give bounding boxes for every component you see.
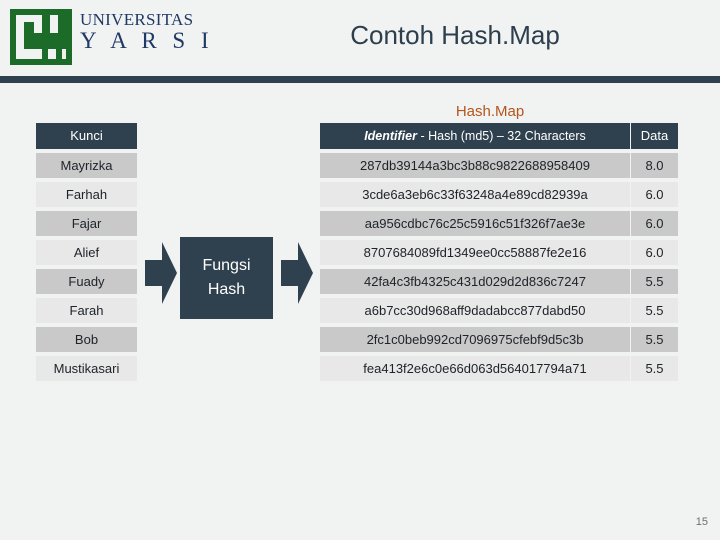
header-divider: [0, 76, 720, 83]
table-row: 8.0: [631, 153, 678, 178]
table-row: 6.0: [631, 240, 678, 265]
table-row: 5.5: [631, 327, 678, 352]
table-row: 6.0: [631, 211, 678, 236]
hash-header-identifier: Identifier: [364, 129, 417, 143]
table-row: fea413f2e6c0e66d063d564017794a71: [320, 356, 630, 381]
table-row: Fuady: [36, 269, 137, 294]
yarsi-logo-icon: [10, 9, 72, 65]
arrow-right-icon: [281, 242, 313, 304]
table-row: 5.5: [631, 298, 678, 323]
university-name: UNIVERSITAS: [80, 10, 194, 29]
table-row: Farhah: [36, 182, 137, 207]
table-row: Mustikasari: [36, 356, 137, 381]
table-row: 5.5: [631, 269, 678, 294]
university-wordmark: UNIVERSITAS Y A R S I: [80, 11, 214, 53]
page-title: Contoh Hash.Map: [350, 20, 560, 50]
table-row: 6.0: [631, 182, 678, 207]
hash-function-line1: Fungsi: [202, 257, 251, 274]
table-row: 42fa4c3fb4325c431d029d2d836c7247: [320, 269, 630, 294]
hash-column: Identifier - Hash (md5) – 32 Characters …: [320, 123, 630, 381]
data-column-header: Data: [631, 123, 678, 149]
hash-header-detail: - Hash (md5) – 32 Characters: [416, 129, 586, 143]
slide-header: UNIVERSITAS Y A R S I Contoh Hash.Map: [0, 0, 720, 76]
table-row: Alief: [36, 240, 137, 265]
table-row: 287db39144a3bc3b88c9822688958409: [320, 153, 630, 178]
table-row: 8707684089fd1349ee0cc58887fe2e16: [320, 240, 630, 265]
university-acronym: Y A R S I: [80, 27, 214, 53]
hashmap-caption: Hash.Map: [455, 103, 525, 120]
table-row: 5.5: [631, 356, 678, 381]
table-row: a6b7cc30d968aff9dadabcc877dabd50: [320, 298, 630, 323]
hash-function-box: Fungsi Hash: [180, 237, 273, 319]
table-row: Fajar: [36, 211, 137, 236]
page-number: 15: [695, 516, 708, 528]
table-row: Farah: [36, 298, 137, 323]
kunci-column: Kunci Mayrizka Farhah Fajar Alief Fuady …: [36, 123, 137, 381]
table-row: Mayrizka: [36, 153, 137, 178]
university-branding: UNIVERSITAS Y A R S I: [10, 9, 214, 65]
kunci-column-header: Kunci: [36, 123, 137, 149]
hash-column-header: Identifier - Hash (md5) – 32 Characters: [320, 123, 630, 149]
hash-function-line2: Hash: [207, 281, 246, 298]
data-column: Data 8.0 6.0 6.0 6.0 5.5 5.5 5.5 5.5: [631, 123, 678, 381]
table-row: aa956cdbc76c25c5916c51f326f7ae3e: [320, 211, 630, 236]
table-row: 3cde6a3eb6c33f63248a4e89cd82939a: [320, 182, 630, 207]
table-row: 2fc1c0beb992cd7096975cfebf9d5c3b: [320, 327, 630, 352]
arrow-right-icon: [145, 242, 177, 304]
table-row: Bob: [36, 327, 137, 352]
